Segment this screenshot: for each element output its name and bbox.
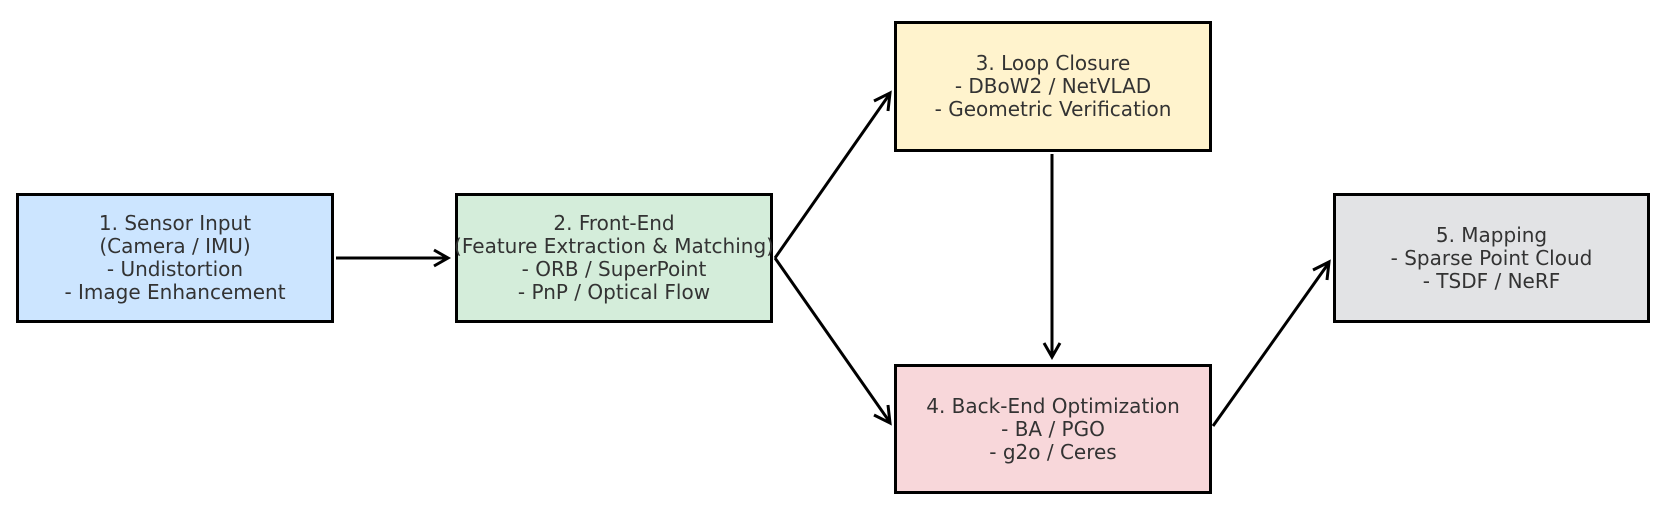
node-item: - DBoW2 / NetVLAD [954,74,1152,98]
node-subtitle: (Feature Extraction & Matching) [454,234,774,258]
node-item: - Undistortion [106,257,244,281]
edge-sensor-to-frontend [336,248,452,268]
node-title: 5. Mapping [1435,222,1548,247]
node-item: - Sparse Point Cloud [1390,245,1593,270]
node-sensor-input: 1. Sensor Input (Camera / IMU) - Undisto… [16,193,334,323]
node-title: 2. Front-End [553,211,675,235]
edge-backend-to-mapping [1211,259,1331,427]
node-mapping: 5. Mapping - Sparse Point Cloud - TSDF /… [1333,193,1650,323]
edge-loop-to-backend [1042,154,1062,361]
node-title: 3. Loop Closure [975,51,1131,75]
node-item: - Geometric Verification [934,97,1172,121]
node-item: - ORB / SuperPoint [521,257,707,281]
node-item: - PnP / Optical Flow [517,280,711,304]
node-item: - TSDF / NeRF [1422,268,1561,293]
node-loop-closure: 3. Loop Closure - DBoW2 / NetVLAD - Geom… [894,21,1212,152]
node-title: 1. Sensor Input [98,211,252,235]
node-item: - Image Enhancement [64,280,286,304]
node-front-end: 2. Front-End (Feature Extraction & Match… [454,193,774,323]
edge-frontend-to-loop [773,90,892,259]
node-subtitle: (Camera / IMU) [99,234,251,258]
node-back-end-optimization: 4. Back-End Optimization - BA / PGO - g2… [894,364,1212,494]
node-item: - BA / PGO [1001,416,1105,441]
edge-frontend-to-backend [773,257,892,426]
node-title: 4. Back-End Optimization [926,393,1180,418]
node-item: - g2o / Ceres [989,439,1117,464]
